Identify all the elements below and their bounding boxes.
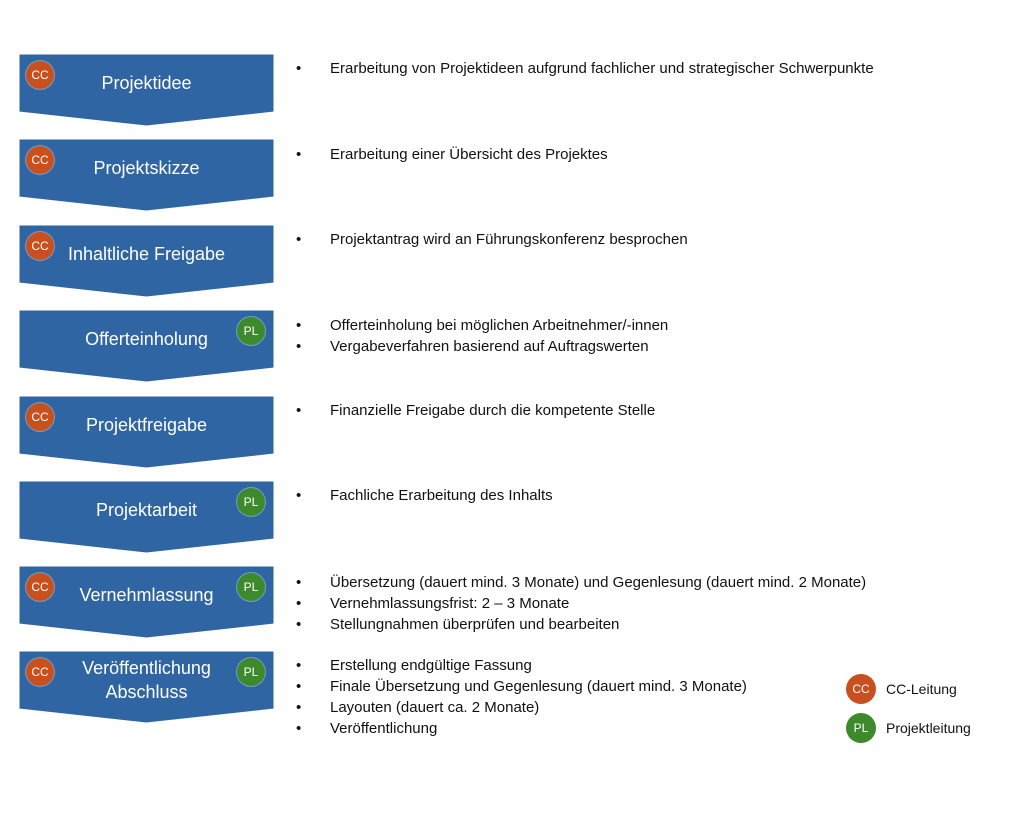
pl-badge: PL bbox=[846, 713, 876, 743]
bullet-item: Vergabeverfahren basierend auf Auftragsw… bbox=[290, 336, 668, 357]
pl-badge: PL bbox=[237, 317, 265, 345]
chevron-shape bbox=[19, 481, 274, 554]
step-label: Projektskizze bbox=[93, 158, 200, 178]
step-description-list: Finanzielle Freigabe durch die kompetent… bbox=[290, 400, 655, 421]
bullet-item: Fachliche Erarbeitung des Inhalts bbox=[290, 485, 553, 506]
step-inhaltliche-freigabe: Inhaltliche Freigabe CC bbox=[19, 225, 274, 300]
step-offerteinholung: Offerteinholung PL bbox=[19, 310, 274, 385]
step-veroeffentlichung-abschluss: Veröffentlichung Abschluss CC PL bbox=[19, 651, 274, 726]
legend-pl: PL Projektleitung bbox=[846, 713, 971, 743]
cc-badge: CC bbox=[26, 61, 54, 89]
step-projektidee: Projektidee CC bbox=[19, 54, 274, 129]
chevron-shape bbox=[19, 139, 274, 212]
step-description-list: Erarbeitung von Projektideen aufgrund fa… bbox=[290, 58, 874, 79]
step-projektarbeit: Projektarbeit PL bbox=[19, 481, 274, 556]
step-label: Offerteinholung bbox=[85, 329, 208, 349]
bullet-item: Stellungnahmen überprüfen und bearbeiten bbox=[290, 614, 866, 635]
chevron-shape bbox=[19, 566, 274, 639]
step-projektskizze: Projektskizze CC bbox=[19, 139, 274, 214]
step-label: Veröffentlichung Abschluss bbox=[82, 658, 211, 702]
bullet-item: Übersetzung (dauert mind. 3 Monate) und … bbox=[290, 572, 866, 593]
bullet-item: Vernehmlassungsfrist: 2 – 3 Monate bbox=[290, 593, 866, 614]
bullet-item: Finanzielle Freigabe durch die kompetent… bbox=[290, 400, 655, 421]
legend-cc: CC CC-Leitung bbox=[846, 674, 957, 704]
chevron-shape bbox=[19, 310, 274, 383]
step-description-list: Offerteinholung bei möglichen Arbeitnehm… bbox=[290, 315, 668, 357]
step-projektfreigabe: Projektfreigabe CC bbox=[19, 396, 274, 471]
step-description-list: Erarbeitung einer Übersicht des Projekte… bbox=[290, 144, 608, 165]
pl-badge: PL bbox=[237, 573, 265, 601]
cc-badge: CC bbox=[26, 658, 54, 686]
step-label: Inhaltliche Freigabe bbox=[67, 244, 226, 264]
pl-badge: PL bbox=[237, 488, 265, 516]
step-description-list: Projektantrag wird an Führungskonferenz … bbox=[290, 229, 688, 250]
bullet-item: Erstellung endgültige Fassung bbox=[290, 655, 747, 676]
step-label: Projektidee bbox=[101, 73, 192, 93]
bullet-item: Erarbeitung von Projektideen aufgrund fa… bbox=[290, 58, 874, 79]
cc-badge: CC bbox=[26, 573, 54, 601]
bullet-item: Offerteinholung bei möglichen Arbeitnehm… bbox=[290, 315, 668, 336]
chevron-shape bbox=[19, 54, 274, 127]
step-label: Projektarbeit bbox=[95, 500, 198, 520]
chevron-shape bbox=[19, 651, 274, 724]
bullet-item: Finale Übersetzung und Gegenlesung (daue… bbox=[290, 676, 747, 697]
bullet-item: Erarbeitung einer Übersicht des Projekte… bbox=[290, 144, 608, 165]
cc-badge: CC bbox=[26, 232, 54, 260]
bullet-item: Veröffentlichung bbox=[290, 718, 747, 739]
bullet-item: Projektantrag wird an Führungskonferenz … bbox=[290, 229, 688, 250]
chevron-shape bbox=[19, 225, 274, 298]
step-description-list: Fachliche Erarbeitung des Inhalts bbox=[290, 485, 553, 506]
step-label: Projektfreigabe bbox=[85, 415, 208, 435]
cc-badge: CC bbox=[26, 146, 54, 174]
legend-label: CC-Leitung bbox=[886, 681, 957, 697]
step-description-list: Übersetzung (dauert mind. 3 Monate) und … bbox=[290, 572, 866, 635]
legend-label: Projektleitung bbox=[886, 720, 971, 736]
step-description-list: Erstellung endgültige Fassung Finale Übe… bbox=[290, 655, 747, 739]
bullet-item: Layouten (dauert ca. 2 Monate) bbox=[290, 697, 747, 718]
step-label: Vernehmlassung bbox=[79, 585, 214, 605]
cc-badge: CC bbox=[846, 674, 876, 704]
step-vernehmlassung: Vernehmlassung CC PL bbox=[19, 566, 274, 641]
cc-badge: CC bbox=[26, 403, 54, 431]
pl-badge: PL bbox=[237, 658, 265, 686]
chevron-shape bbox=[19, 396, 274, 469]
